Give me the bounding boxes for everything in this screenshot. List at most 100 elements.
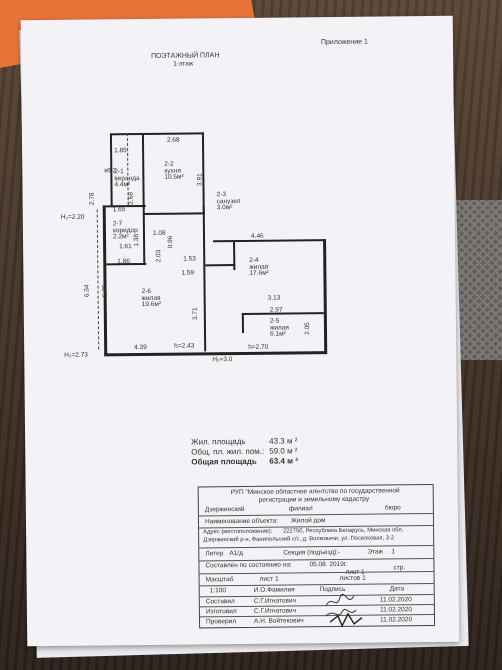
address-label: Адрес (местоположение): (203, 528, 273, 536)
room-2-2: 2-2 кухня 10.5м² (164, 161, 184, 182)
room-2-4: 2-4 жилая 17.6м² (249, 257, 269, 278)
address-line-2: Дзержинский р-н, Фанипольский с/с, д. Во… (203, 535, 395, 544)
object-label: Наименование объекта: (204, 517, 278, 526)
wall (323, 239, 328, 355)
object-value: Жилой дом (290, 517, 326, 525)
dim-label: 1.59 (181, 269, 195, 277)
liter-label: Литер (205, 550, 224, 558)
plan-subtitle: 1-этаж (173, 60, 194, 68)
dim-label: 5.85 (101, 284, 109, 298)
total-area-value: 63.4 м ² (269, 456, 299, 466)
dim-label: 1.53 (183, 255, 196, 263)
wall (141, 132, 204, 136)
scale-value: 1:100 (209, 587, 227, 595)
name-compiled: С.Г.Игнатович (253, 597, 297, 605)
wall (142, 214, 146, 266)
living-area-label: Жил. площадь (191, 436, 246, 447)
dim-label: 2.78 (88, 192, 96, 206)
role-prepared: Изготовил (205, 608, 237, 616)
dim-label: 2.03 (155, 249, 163, 263)
wall (202, 206, 207, 352)
section-label: Секция (подъезд):- (283, 548, 341, 557)
wall (141, 132, 145, 214)
dim-label: 1.65 (112, 206, 126, 214)
dim-label: 2.05 (303, 322, 312, 335)
wall (233, 240, 236, 271)
date-compiled: 11.02.2020 (379, 596, 412, 604)
height-mark: H₂=3.0 (212, 356, 233, 364)
floor-value: 1 (391, 548, 395, 556)
scale-label: Масштаб (205, 576, 234, 584)
role-compiled: Составил (205, 598, 235, 606)
dim-label: 4.39 (134, 343, 147, 352)
total-living-area-value: 59.0 м ² (269, 446, 298, 456)
wall (205, 264, 236, 267)
date-prepared: 11.02.2020 (379, 606, 413, 614)
total-living-area-label: Общ. пл. жил. пом.: (191, 446, 265, 457)
date-value: 05.08. 2019г. (309, 560, 348, 569)
plan-title: ПОЭТАЖНЫЙ ПЛАН (151, 52, 220, 60)
dim-label: 1.61 (119, 243, 132, 251)
name-checked: А.Н. Войтекович (254, 617, 304, 625)
signature-1 (325, 593, 355, 607)
room-area: 17.6м² (249, 269, 269, 277)
room-area: 4.4м² (114, 181, 131, 189)
title-block: РУП "Минское областное агентство по госу… (197, 483, 436, 629)
bureau-word: бюро (384, 504, 401, 512)
signature-3 (329, 612, 363, 628)
room-area: 6.1м² (269, 330, 286, 338)
height-label: h=2.70 (248, 343, 269, 351)
dim-label: 2.97 (269, 306, 283, 314)
appendix-label: Приложение 1 (320, 38, 368, 47)
room-2-1: 2-1 веранда 4.4м² (114, 168, 139, 189)
room-2-5: 2-5 жилая 6.1м² (270, 318, 289, 338)
date-column-header: Дата (389, 585, 405, 593)
point-mark: к6.2 (104, 167, 117, 175)
fio-column-header: И.О.Фамилия (253, 586, 295, 594)
room-area: 10.5м² (164, 173, 184, 181)
floor-plan-document: ПОЭТАЖНЫЙ ПЛАН 1-этаж Приложение 1 2-1 в… (20, 15, 460, 647)
dim-label: 2.68 (127, 192, 135, 205)
height-label: h=2.43 (174, 342, 195, 350)
date-checked: 11.02.2020 (379, 616, 413, 624)
dim-label: 3.71 (191, 307, 199, 321)
dim-label: 1.08 (152, 229, 166, 237)
wall (142, 212, 205, 216)
row-divider (199, 544, 434, 549)
name-prepared: С.Г.Игнатович (253, 607, 297, 615)
total-area-label: Общая площадь (191, 456, 257, 467)
room-area: 3.0м² (216, 204, 233, 212)
liter-value: А1/д (229, 549, 243, 558)
wall (241, 312, 245, 333)
dimension-line (96, 209, 100, 350)
dim-label: 1.38 (133, 233, 141, 247)
branch-word: филиал (288, 505, 313, 513)
branch-name: Дзержинский (204, 505, 245, 514)
org-line-2: регистрации и земельному кадастру (258, 495, 370, 504)
room-2-3: 2-3 санузел 3.0м² (216, 191, 241, 212)
date-label: Составлен по состоянию на: (205, 561, 292, 570)
row-divider (199, 570, 434, 575)
wall (102, 205, 108, 356)
wall (109, 133, 142, 136)
dim-label: 1.85 (114, 147, 127, 155)
height-mark: H₂=2.20 (60, 213, 85, 221)
role-checked: Проверил (206, 618, 237, 626)
wall (213, 239, 326, 243)
height-mark: H₂=2.73 (64, 351, 88, 359)
signature-2 (325, 608, 357, 617)
dim-label: 4.46 (250, 232, 264, 240)
dim-label: 3.91 (196, 173, 204, 187)
dim-label: 3.13 (267, 294, 281, 302)
room-2-6: 2-6 жилая 19.6м² (141, 288, 162, 309)
floor-label: Этаж (367, 548, 383, 556)
sheet-number: лист 1 (259, 575, 279, 583)
dim-label: 6.34 (83, 284, 91, 298)
living-area-value: 43.3 м ² (269, 436, 298, 446)
room-area: 19.6м² (141, 300, 162, 309)
dim-label: 2.68 (166, 136, 180, 144)
dim-label: 1.86 (117, 258, 130, 266)
address-line-1: 222750, Республика Беларусь, Минская обл… (283, 527, 404, 535)
sheets-count: листов 1 (339, 574, 366, 582)
dim-label: 0.96 (167, 235, 175, 249)
